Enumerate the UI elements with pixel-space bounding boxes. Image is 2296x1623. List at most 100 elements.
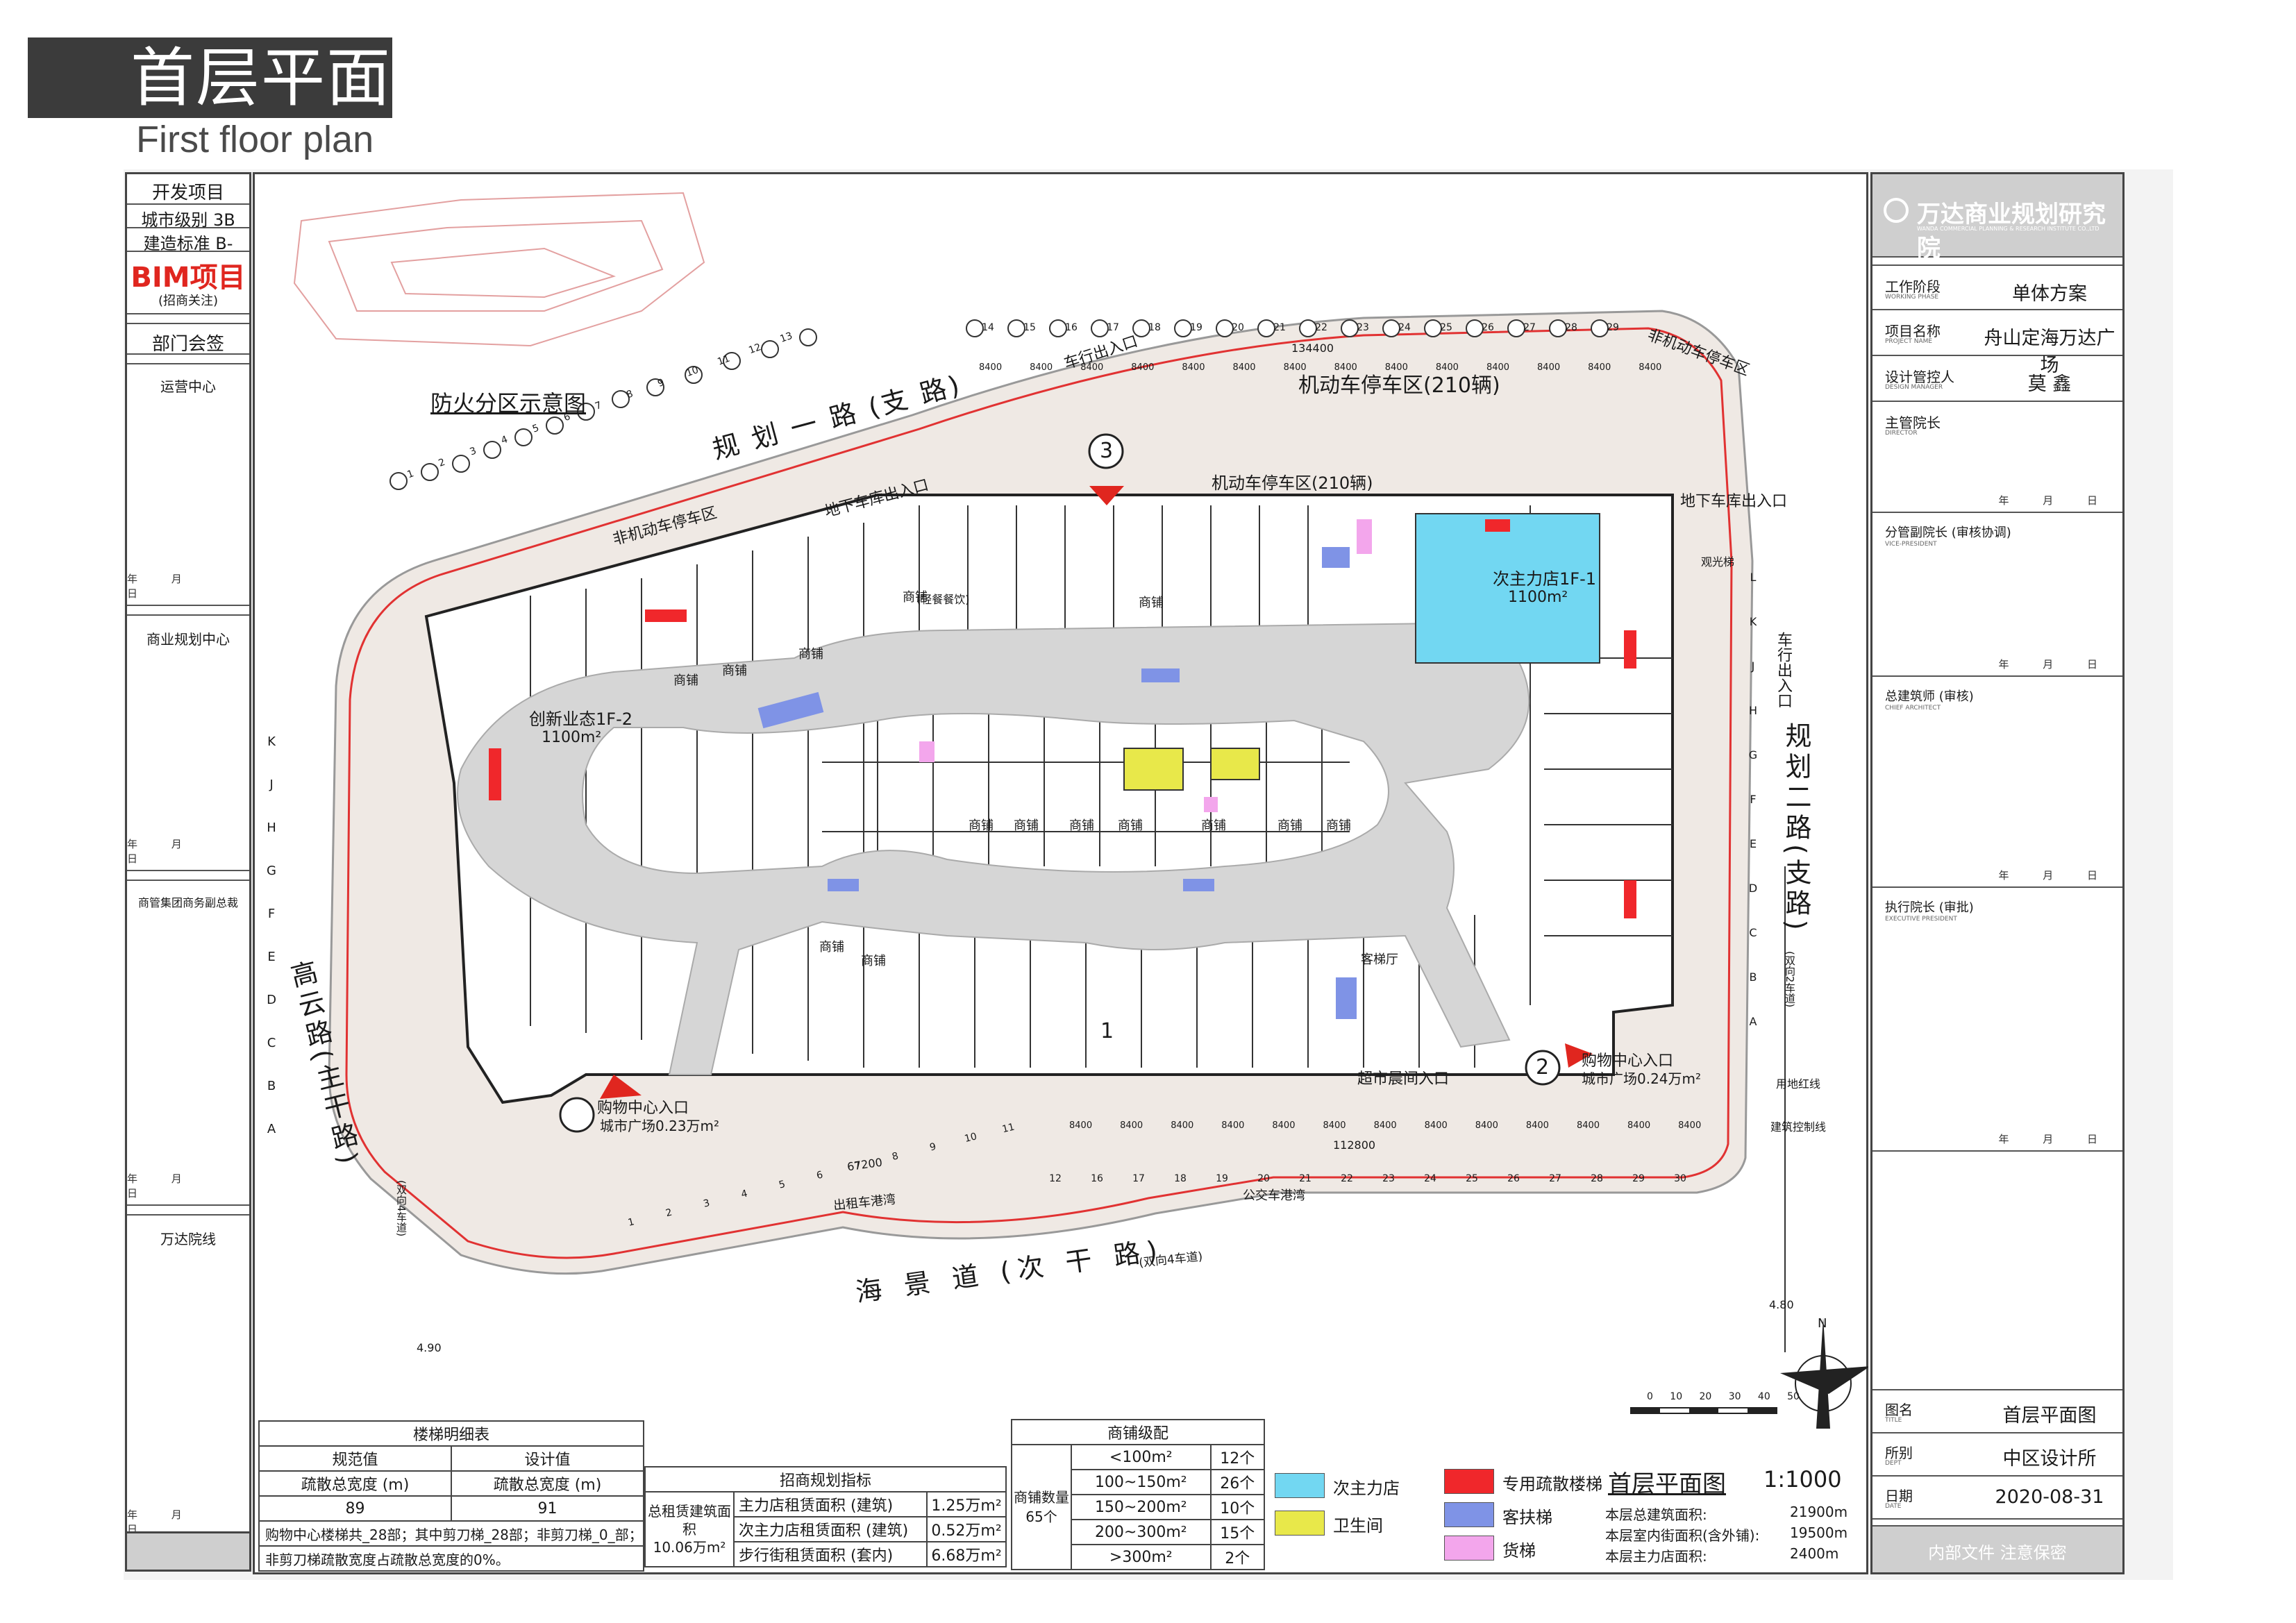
- stair-4: [1624, 630, 1636, 668]
- marker-1-text: 1: [1100, 1019, 1114, 1043]
- row-labels-east: L K J H G F E D C B A: [1748, 571, 1758, 1028]
- page-subtitle: First floor plan: [136, 119, 374, 160]
- stair-table-title: 楼梯明细表: [258, 1420, 644, 1447]
- row-phase: 工作阶段 WORKING PHASE 单体方案: [1872, 264, 2122, 310]
- legend-swatch-escalator: [1444, 1502, 1494, 1527]
- section-commerce: 商管集团商务副总裁 年 月 日: [127, 880, 249, 1206]
- shop-label: 商铺: [1069, 818, 1094, 833]
- underground-exit-e-label: 地下车库出入口: [1680, 493, 1788, 510]
- row-date: 日期 DATE 2020-08-31: [1872, 1477, 2122, 1520]
- parking-mid-label: 机动车停车区(210辆): [1212, 473, 1373, 493]
- row-chief-architect: 总建筑师 (审核) CHIEF ARCHITECT 年 月 日: [1872, 677, 2122, 888]
- catering-label: (轻餐餐饮): [916, 593, 970, 606]
- shop-label: 商铺: [1118, 818, 1143, 833]
- city-level-row: 城市级别 3B: [127, 205, 249, 230]
- entry2-label: 购物中心入口: [1582, 1052, 1674, 1070]
- escalator-6: [1336, 977, 1357, 1019]
- red-property-line: [345, 327, 1733, 1259]
- shop-label: 商铺: [1014, 818, 1039, 833]
- legend-swatch-freight: [1444, 1536, 1494, 1561]
- bim-row: BIM项目 (招商关注): [127, 252, 249, 314]
- marker-3-text: 3: [1100, 439, 1114, 463]
- floor-plan-svg: [293, 192, 1868, 1429]
- row-director: 主管院长 DIRECTOR 年 月 日: [1872, 402, 2122, 513]
- scale-ticks: 0 10 20 30 40 50: [1647, 1391, 1800, 1402]
- project-title-row: 开发项目: [127, 174, 249, 205]
- stair-5: [1624, 880, 1636, 918]
- car-entry-east-label: 车行出入口: [1775, 632, 1792, 708]
- north-label: N: [1818, 1316, 1827, 1331]
- entry-marker-3: [1088, 433, 1124, 469]
- building-line-label: 建筑控制线: [1770, 1120, 1827, 1134]
- fire-zone-title: 防火分区示意图: [430, 390, 587, 417]
- col-labels-top-right: 14 15 16 17 18 19 20 21 22 23 24 25 26 2…: [982, 322, 1619, 333]
- entry-marker-2: [1525, 1050, 1561, 1086]
- road-east-label: 规划二路(支路): [1781, 722, 1811, 934]
- logo-row: 万达商业规划研究院 WANDA COMMERCIAL PLANNING & RE…: [1872, 174, 2122, 262]
- shop-label: 商铺: [798, 647, 823, 662]
- supermarket-entry-label: 超市晨间入口: [1357, 1070, 1450, 1088]
- toilet-area-1: [1123, 748, 1184, 791]
- bus-stop-label: 公交车港湾: [1243, 1188, 1305, 1203]
- row-drawing-name: 图名 TITLE 首层平面图: [1872, 1390, 2122, 1433]
- freight-lift-2: [919, 741, 935, 762]
- bim-label: BIM项目: [131, 262, 246, 294]
- shop-label: 商铺: [1201, 818, 1226, 833]
- leasing-table-title: 招商规划指标: [644, 1466, 1007, 1492]
- entry-marker-1: [559, 1097, 595, 1133]
- legend-swatch-anchor: [1275, 1473, 1325, 1498]
- escalator-2: [1141, 668, 1180, 682]
- shop-label: 商铺: [861, 954, 886, 968]
- entry-arrow-3: [1089, 486, 1124, 505]
- plan-name: 首层平面图: [1608, 1470, 1726, 1498]
- dept-sign-row: 部门会签: [127, 323, 249, 355]
- freight-lift-1: [1357, 519, 1372, 554]
- anchor-store-area: [1415, 513, 1600, 664]
- row-project: 项目名称 PROJECT NAME 舟山定海万达广场: [1872, 310, 2122, 376]
- wanda-logo-icon: [1884, 198, 1909, 223]
- section-planning: 商业规划中心 年 月 日: [127, 614, 249, 871]
- edge-left: 4.90: [417, 1341, 442, 1354]
- build-standard-row: 建造标准 B-: [127, 228, 249, 253]
- footer-confidential: 内部文件 注意保密: [1872, 1525, 2122, 1572]
- row-dept: 所别 DEPT 中区设计所: [1872, 1433, 2122, 1477]
- leasing-table: 招商规划指标 总租赁建筑面积 10.06万m² 主力店租赁面积 (建筑) 1.2…: [644, 1466, 1007, 1567]
- shop-label: 商铺: [819, 940, 844, 955]
- title-banner: [28, 37, 392, 118]
- plan-scale: 1:1000: [1763, 1466, 1842, 1492]
- escalator-4: [828, 879, 859, 891]
- row-manager: 设计管控人 DESIGN MANAGER 莫 鑫: [1872, 356, 2122, 402]
- shop-grid: [530, 505, 1673, 1068]
- stair-table: 楼梯明细表 规范值 设计值 疏散总宽度 (m) 疏散总宽度 (m) 89 91 …: [258, 1420, 644, 1572]
- scale-bar: [1630, 1407, 1777, 1414]
- dim-total-top: 134400: [1291, 342, 1334, 355]
- sightseeing-label: 观光梯: [1701, 555, 1735, 569]
- north-arrow: [1780, 1318, 1868, 1429]
- shop-label: 商铺: [1326, 818, 1351, 833]
- legend-swatch-toilet: [1275, 1511, 1325, 1536]
- escalator-hall-label: 客梯厅: [1361, 952, 1398, 967]
- column-markers: [389, 319, 1609, 490]
- title-block: 万达商业规划研究院 WANDA COMMERCIAL PLANNING & RE…: [1870, 172, 2125, 1574]
- shop-label: 商铺: [903, 590, 928, 605]
- entry-arrow-1: [600, 1075, 642, 1099]
- shop-label: 商铺: [969, 818, 994, 833]
- shop-label: 商铺: [1277, 818, 1302, 833]
- stair-1: [645, 609, 687, 622]
- legend-swatch-stair: [1444, 1469, 1494, 1494]
- anchor-store-label: 次主力店1F-1: [1493, 569, 1597, 589]
- innovation-label: 创新业态1F-2: [529, 709, 633, 729]
- fence-label: 用地红线: [1776, 1077, 1821, 1091]
- entry-arrow-2: [1565, 1043, 1593, 1068]
- stair-2: [489, 748, 501, 800]
- row-vice-president: 分管副院长 (审核协调) VICE-PRESIDENT 年 月 日: [1872, 513, 2122, 677]
- left-signoff-panel: 开发项目 城市级别 3B 建造标准 B- BIM项目 (招商关注) 部门会签 运…: [125, 172, 251, 1540]
- row-executive: 执行院长 (审批) EXECUTIVE PRESIDENT 年 月 日: [1872, 888, 2122, 1152]
- escalator-3: [1183, 879, 1214, 891]
- freight-lift-3: [1204, 797, 1218, 812]
- parking-top-label: 机动车停车区(210辆): [1298, 373, 1500, 398]
- shop-label: 商铺: [722, 664, 747, 678]
- row-blank: [1872, 1152, 2122, 1390]
